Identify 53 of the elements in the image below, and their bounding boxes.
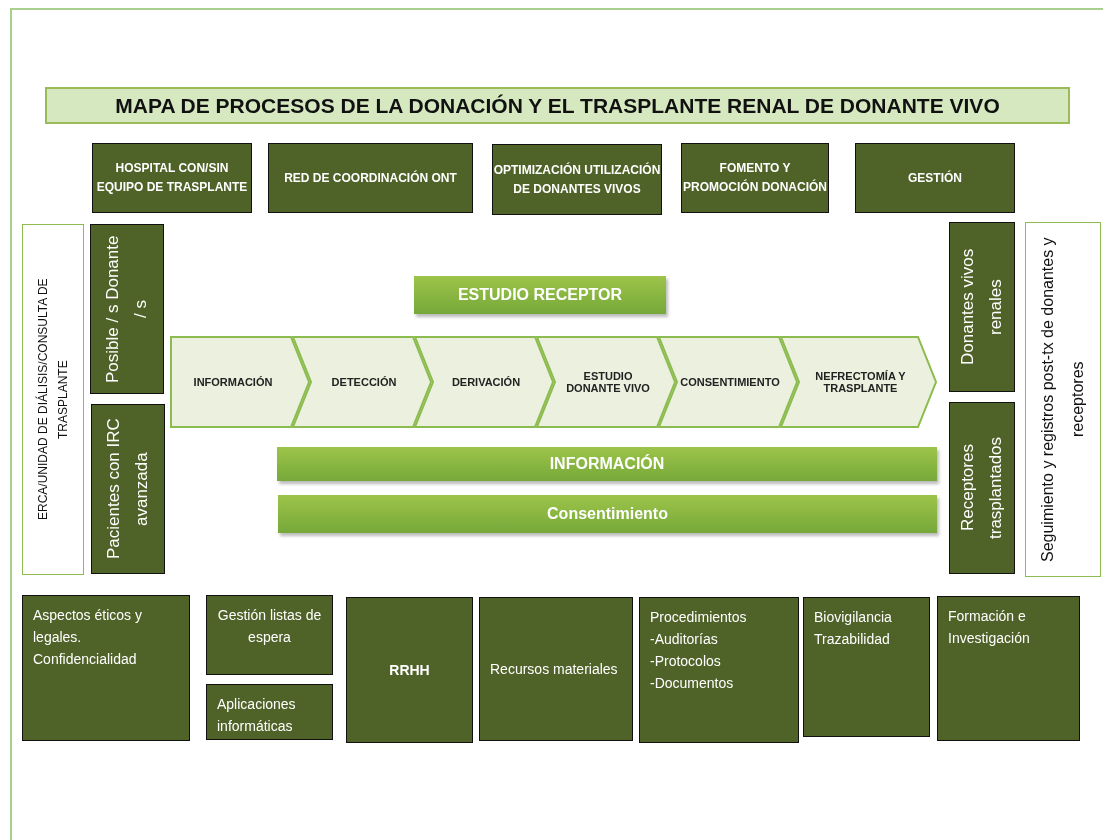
node-text: Formación e Investigación [948,607,1031,648]
node-text: Aspectos éticos y legales. Confidencialidad [33,606,143,669]
process-box [206,684,333,740]
node-text: -Auditorías [650,630,719,649]
process-box [639,597,799,743]
node-text: ERCA/UNIDAD DE DIÁLISIS/CONSULTA DE TRASPLANTE [34,277,71,523]
process-box [22,595,190,741]
process-box [90,224,164,394]
process-box [681,143,829,213]
process-box [949,402,1015,574]
node-text: ESTUDIO RECEPTOR [457,286,623,304]
process-box [937,596,1080,741]
process-box [91,404,165,574]
node-text: Donantes vivos renales [957,247,1006,368]
node-text: Consentimiento [547,505,668,523]
process-box [92,143,252,213]
node-text: INFORMACIÓN [192,376,274,388]
process-box [479,597,633,741]
node-text: NEFRECTOMÍA Y TRASPLANTE [814,370,907,394]
chevron-step [170,336,310,428]
node-text: INFORMACIÓN [549,455,665,473]
node-text: HOSPITAL CON/SIN EQUIPO DE TRASPLANTE [95,160,249,196]
node-text: OPTIMIZACIÓN UTILIZACIÓN DE DONANTES VIVOS [493,161,661,198]
node-text: -Protocolos [650,652,722,671]
process-box [492,144,662,215]
node-text: Biovigilancia [814,608,893,627]
node-text: Procedimientos [650,608,748,627]
node-text: FOMENTO Y PROMOCIÓN DONACIÓN [682,160,828,196]
node-text: -Documentos [650,674,735,693]
node-text: Aplicaciones informáticas [217,695,297,736]
node-text: RED DE COORDINACIÓN ONT [284,169,457,187]
node-text: Seguimiento y registros post-tx de donantes y receptores [1038,237,1087,562]
process-bar [278,495,937,533]
node-text: GESTIÓN [908,169,962,187]
process-box [206,595,333,675]
node-text: Recursos materiales [490,660,619,679]
node-text: Trazabilidad [814,630,891,649]
chevron-step [780,336,937,428]
node-text: Posible / s Donante / s [102,234,151,385]
process-bar [277,447,937,481]
process-box [803,597,930,737]
node-text: RRHH [389,661,430,680]
title-banner: MAPA DE PROCESOS DE LA DONACIÓN Y EL TRASPLANTE RENAL DE DONANTE VIVO [45,87,1070,124]
process-box [1025,222,1101,577]
process-box [268,143,473,213]
node-text: Pacientes con IRC avanzada [103,417,152,562]
process-box [949,222,1015,392]
process-bar [414,276,666,314]
process-box [855,143,1015,213]
process-box [22,224,84,575]
process-box [346,597,473,743]
node-text: Gestión listas de espera [217,606,322,647]
node-text: Receptores trasplantados [957,435,1006,542]
